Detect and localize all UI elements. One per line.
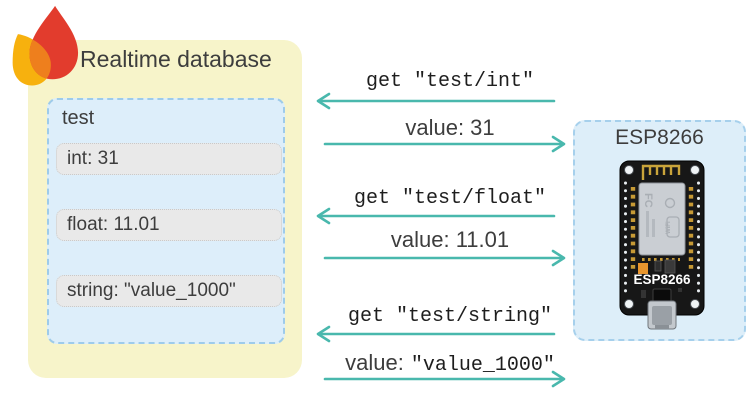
request-label-int: get "test/int": [365, 70, 535, 93]
esp8266-title: ESP8266: [615, 126, 704, 149]
database-title: Realtime database: [80, 46, 272, 72]
field-row-int: int: 31: [56, 143, 282, 175]
capacitor-component: [638, 263, 648, 274]
field-label: float: 11.01: [67, 214, 160, 235]
response-mono: "value_1000": [410, 354, 555, 377]
firebase-orange-overlap: [29, 34, 51, 80]
small-component: [654, 260, 662, 272]
field-label: string: "value_1000": [67, 280, 236, 301]
response-label-string: value: "value_1000": [325, 350, 575, 378]
gold-pads: [630, 187, 694, 271]
request-arrow-left-icon: [316, 207, 556, 225]
response-plain: value: 11.01: [390, 227, 510, 252]
node-name: test: [62, 107, 95, 129]
regulator-component: [664, 259, 676, 274]
request-label-float: get "test/float": [353, 187, 547, 210]
response-arrow-right-icon: [323, 249, 566, 267]
response-arrow-right-icon: [323, 135, 566, 153]
field-row-string: string: "value_1000": [56, 275, 282, 307]
small-component: [641, 290, 646, 298]
response-plain: value: 31: [405, 115, 495, 140]
request-arrow-left-icon: [316, 92, 556, 110]
mounting-holes: [624, 165, 700, 309]
firebase-logo-icon: [12, 5, 79, 86]
response-label-float: value: 11.01: [325, 227, 575, 255]
response-arrow-right-icon: [323, 370, 566, 388]
antenna-trace: [641, 164, 681, 180]
micro-usb-connector: [647, 300, 677, 330]
shield-markings: FC WiFi: [642, 193, 680, 238]
stamp-logo: [664, 197, 676, 209]
fc-mark: FC: [642, 193, 654, 208]
small-component: [678, 288, 682, 292]
response-plain: value:: [345, 350, 404, 375]
request-arrow-left-icon: [316, 325, 556, 343]
response-label-int: value: 31: [325, 115, 575, 143]
esp8266-board-image: FC WiFi ESP8266: [619, 160, 705, 330]
field-row-float: float: 11.01: [56, 209, 282, 241]
board-silkscreen-label: ESP8266: [633, 272, 691, 287]
request-label-string: get "test/string": [347, 305, 553, 328]
field-label: int: 31: [67, 148, 119, 169]
wifi-mark: WiFi: [666, 221, 672, 234]
